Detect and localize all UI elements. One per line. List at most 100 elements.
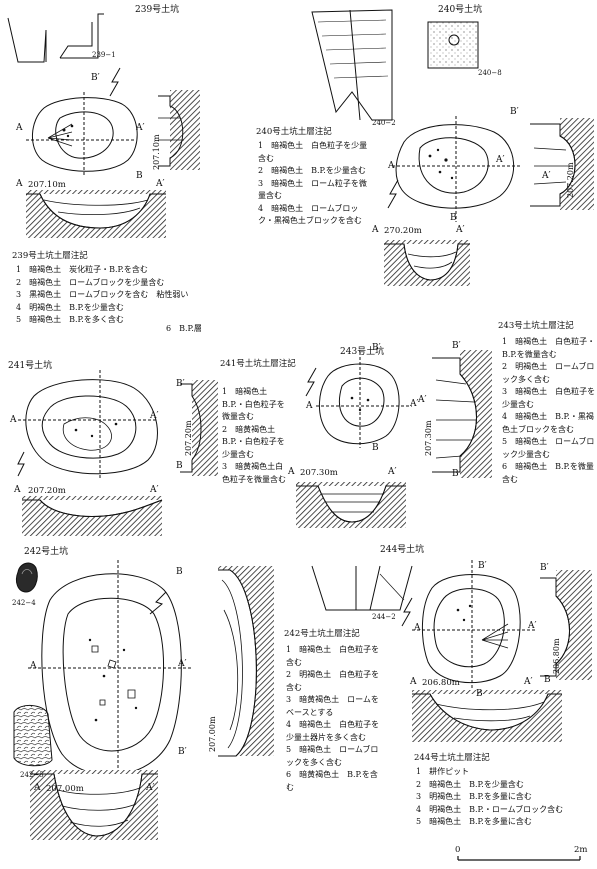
mark-b-prime-244-side: B′	[540, 563, 549, 573]
mark-a-prime-242-section: A′	[146, 783, 155, 793]
pit-244-note: 1 耕作ピット	[416, 767, 470, 776]
scale-bar-start-label: 0	[455, 845, 461, 855]
mark-b-243-plan: B	[372, 443, 379, 453]
mark-a-242-plan: A	[30, 661, 37, 671]
mark-b-prime-240-plan: B′	[510, 107, 519, 117]
mark-a-prime-243-plan: A′	[410, 399, 419, 409]
plan-finds	[62, 124, 472, 722]
mark-a-prime-241-section: A′	[150, 485, 159, 495]
pit-243-notes-title: 243号土坑土層注記	[498, 321, 574, 331]
pit-243-level-plan: 207.30m	[424, 420, 433, 456]
mark-a-prime-242-plan: A′	[178, 659, 187, 669]
pit-242-title: 242号土坑	[24, 547, 69, 557]
pit-242-note: 4 暗褐色土 白色粒子を少量土器片を多く含む	[286, 720, 380, 742]
pit-239-note: 1 暗褐色土 炭化粒子・B.P.を含む	[16, 265, 148, 274]
pit-244-notes: 1 耕作ピット 2 暗褐色土 B.P.を少量含む 3 明褐色土 B.P.を多量に…	[416, 766, 563, 829]
artifact-244-2-label: 244−2	[372, 613, 396, 621]
pit-244-note: 2 暗褐色土 B.P.を少量含む	[416, 779, 524, 789]
pit-244-note: 4 明褐色土 B.P.・ロームブロック含む	[416, 804, 564, 814]
pit-239-note: 3 黒褐色土 ロームブロックを含む 粘性弱い	[16, 290, 189, 299]
pit-242-drawings	[13, 560, 274, 840]
mark-a-prime-239-section: A′	[156, 179, 165, 189]
pit-243-notes: 1 暗褐色土 白色粒子・B.P.を微量含む 2 明褐色土 ロームブロック多く含む…	[502, 336, 596, 486]
mark-a-prime-239-plan: A′	[136, 123, 145, 133]
pit-239-notes: 1 暗褐色土 炭化粒子・B.P.を含む 2 暗褐色土 ロームブロックを少量含む …	[16, 264, 188, 327]
pit-240-level-plan: 207.20m	[566, 162, 575, 198]
pit-243-note: 5 暗褐色土 ロームブロック少量含む	[502, 437, 595, 459]
pit-241-notes-title: 241号土坑土層注記	[220, 359, 296, 369]
mark-a-243-plan: A	[306, 401, 313, 411]
pit-242-level-plan: 207.00m	[208, 716, 217, 752]
mark-b-prime-241: B′	[176, 379, 185, 389]
mark-a-240-section: A	[372, 225, 379, 235]
pit-243-note: 2 明褐色土 ロームブロック多く含む	[502, 362, 595, 384]
mark-b-prime-243-plan: B′	[372, 343, 381, 353]
pit-241-title: 241号土坑	[8, 361, 53, 371]
mark-a-prime-240-plan: A′	[496, 155, 505, 165]
pit-240-notes-title: 240号土坑土層注記	[256, 127, 332, 137]
mark-a-prime-240-side: A′	[542, 171, 551, 181]
mark-b-244-side: B	[544, 675, 551, 685]
pit-242-note: 3 暗黄褐色土 ロームをベースとする	[286, 695, 379, 717]
pit-241-level-section: 207.20m	[28, 486, 66, 496]
pit-239-note: 2 暗褐色土 ロームブロックを少量含む	[16, 277, 165, 287]
pit-244-note: 5 暗褐色土 B.P.を多量に含む	[416, 817, 532, 826]
pit-242-note: 5 暗褐色土 ロームブロックを多く含む	[286, 745, 379, 767]
pit-239-notes-title: 239号土坑土層注記	[12, 251, 88, 261]
pit-239-level-plan: 207.10m	[152, 134, 161, 170]
pit-239-title: 239号土坑	[135, 5, 180, 15]
mark-a-prime-241-plan: A′	[150, 411, 159, 421]
mark-a-244-plan: A	[414, 623, 421, 633]
pit-242-notes-title: 242号土坑土層注記	[284, 629, 360, 639]
pit-241-note: 1 暗褐色土 B.P.・白色粒子を微量含む	[222, 387, 285, 421]
pit-244-level-plan: 206.80m	[552, 638, 561, 674]
pit-244-level-section: 206.80m	[422, 678, 460, 688]
pit-240-note: 3 暗褐色土 ローム粒子を微量含む	[258, 178, 367, 201]
pit-243-note: 6 暗褐色土 B.P.を微量含む	[502, 462, 594, 484]
mark-b-240-plan: B	[450, 213, 457, 223]
mark-b-241: B	[176, 461, 183, 471]
mark-a-239-section: A	[16, 179, 23, 189]
scale-bar-end-label: 2m	[574, 845, 588, 855]
pit-241-drawings	[17, 370, 218, 536]
pit-241-notes: 1 暗褐色土 B.P.・白色粒子を微量含む 2 暗黄褐色土B.P.・白色粒子を少…	[222, 386, 290, 486]
scale-bar	[457, 856, 581, 861]
mark-a-240-plan: A	[388, 161, 395, 171]
pit-242-note: 6 暗黄褐色土 B.P.を含む	[286, 770, 378, 792]
mark-a-241-section: A	[14, 485, 21, 495]
pit-239-note: 4 明褐色土 B.P.を少量含む	[16, 302, 124, 312]
mark-a-prime-244-section: A′	[524, 677, 533, 687]
mark-b-239-plan: B	[136, 171, 143, 181]
mark-a-prime-243-section: A′	[388, 467, 397, 477]
pit-240-notes: 1 暗褐色土 白色粒子を少量含む 2 暗褐色土 B.P.を少量含む 3 暗褐色土…	[258, 140, 370, 228]
pit-243-title: 243号土坑	[340, 347, 385, 357]
pit-244-drawings	[311, 560, 592, 742]
pit-244-title: 244号土坑	[380, 545, 425, 555]
mark-a-prime-243-side: A′	[418, 395, 427, 405]
mark-a-242-section: A	[34, 783, 41, 793]
mark-b-prime-242-plan: B′	[178, 747, 187, 757]
mark-a-243-section: A	[288, 467, 295, 477]
pit-239-drawings	[7, 13, 200, 238]
pit-241-level-plan: 207.20m	[184, 420, 193, 456]
mark-b-prime-239-plan: B′	[91, 73, 100, 83]
artifact-240-8-label: 240−8	[478, 69, 502, 77]
pit-239-note-6: 6 B.P.層	[166, 324, 202, 333]
mark-a-244-section: A	[410, 677, 417, 687]
pit-241-note: 2 暗黄褐色土B.P.・白色粒子を少量含む	[222, 424, 285, 459]
pit-243-note: 1 暗褐色土 白色粒子・B.P.を微量含む	[502, 337, 596, 359]
pit-240-note: 4 暗褐色土 ロームブロック・黒褐色土ブロックを含む	[258, 203, 362, 226]
artifact-240-2-label: 240−2	[372, 119, 396, 127]
pit-243-note: 3 暗褐色土 白色粒子を少量含む	[502, 387, 596, 409]
mark-b-244-plan: B	[476, 689, 483, 699]
mark-b-243-side: B	[452, 469, 459, 479]
mark-b-prime-243-side: B′	[452, 341, 461, 351]
artifact-242-5-label: 242−5	[20, 771, 44, 779]
pit-243-level-section: 207.30m	[300, 468, 338, 478]
mark-b-242-plan: B	[176, 567, 183, 577]
mark-a-prime-244-plan: A′	[528, 621, 537, 631]
artifact-242-4-label: 242−4	[12, 599, 36, 607]
pit-240-level-section: 270.20m	[384, 226, 422, 236]
